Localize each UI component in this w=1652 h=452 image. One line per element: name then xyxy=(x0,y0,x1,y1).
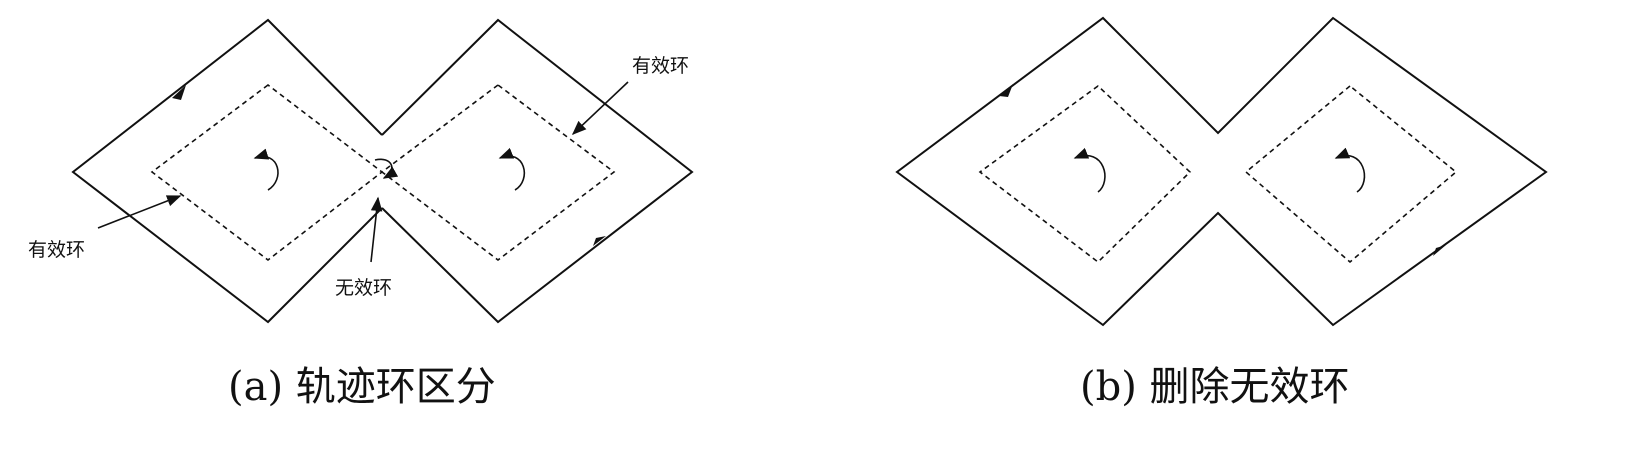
direction-arrow-left xyxy=(172,85,186,100)
outer-trajectory xyxy=(895,16,1548,327)
label-invalid-loop: 无效环 xyxy=(335,277,392,299)
label-valid-loop-right: 有效环 xyxy=(632,55,689,77)
rotation-arrow-right xyxy=(1334,147,1366,193)
inner-loop-right xyxy=(1244,84,1458,264)
caption-a: (a) 轨迹环区分 xyxy=(228,364,496,410)
inner-valid-loop-right xyxy=(380,84,616,262)
direction-arrow-left xyxy=(999,84,1013,97)
inner-loop-left xyxy=(978,84,1192,264)
rotation-arrow-left xyxy=(1073,147,1106,193)
pointer-valid-loop-left xyxy=(97,195,182,229)
inner-valid-loop-left xyxy=(150,83,384,262)
caption-b: (b) 删除无效环 xyxy=(1080,364,1350,410)
outer-right-trajectory xyxy=(381,18,694,324)
direction-arrow-right xyxy=(1433,245,1446,256)
outer-left-trajectory xyxy=(71,18,383,324)
label-valid-loop-left: 有效环 xyxy=(28,239,85,261)
rotation-arrow-left xyxy=(253,148,279,191)
panel-b: (b) 删除无效环 xyxy=(895,16,1548,410)
pointer-invalid-loop xyxy=(370,196,383,263)
panel-a: 有效环 有效环 无效环 (a) 轨迹环区分 xyxy=(28,18,694,410)
rotation-arrow-right xyxy=(498,147,526,191)
pointer-valid-loop-right xyxy=(571,81,629,135)
rotation-arrow-center xyxy=(374,158,399,179)
direction-arrow-right xyxy=(593,236,606,246)
